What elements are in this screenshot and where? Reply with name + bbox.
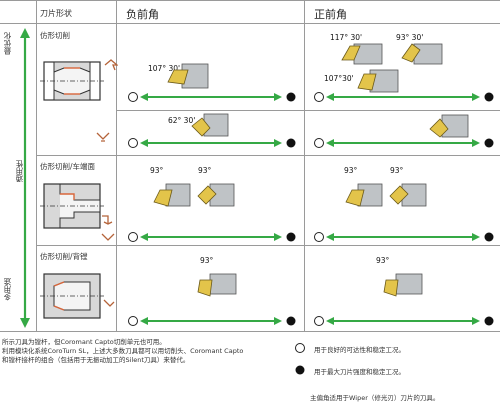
row1-pos-toolholder-3 [357, 69, 399, 93]
row2-pos-toolholder-1 [345, 183, 383, 207]
vertical-green-arrow [20, 28, 30, 328]
row3-feed-direction-icon [103, 299, 115, 307]
grid-col2-line [116, 0, 117, 331]
row1-feed-direction-icon-bottom [96, 132, 110, 142]
row2-pos-angle-1: 93° [344, 166, 358, 175]
row1-neg-toolholder-2 [191, 113, 229, 137]
row3-pos-stability-arrow [314, 316, 494, 326]
footer-note-1: 所示刀具为镗杆，但Coromant Capto切削单元也可用。 [2, 338, 166, 346]
row1-neg-angle-2: 62° 30' [168, 116, 196, 125]
grid-col3-line [304, 0, 305, 331]
row3-title: 仿形切削/背镗 [40, 252, 88, 261]
row2-feed-direction-icon-b [101, 233, 115, 241]
row1-neg-angle-1: 107° 30' [148, 64, 181, 73]
header-insert-shape: 刀片形状 [40, 9, 72, 18]
row3-neg-toolholder [197, 273, 237, 297]
legend-filled-circle-icon [295, 365, 305, 375]
row3-pos-toolholder [383, 273, 423, 297]
row1-pos-upper-stability-arrow [314, 92, 494, 102]
row1-pos-toolholder-2 [401, 43, 443, 65]
row2-neg-toolholder-2 [197, 183, 235, 207]
row2-workpiece-diagram [40, 183, 104, 229]
row1-neg-upper-stability-arrow [128, 92, 296, 102]
row2-pos-toolholder-2 [389, 183, 427, 207]
footer-note-2: 利用模块化系统CoroTurn SL，上述大多数刀具都可以用切削头、Coroma… [2, 347, 244, 355]
legend-open-text: 用于良好的可达性和稳定工况。 [314, 346, 405, 354]
header-negative-rake: 负前角 [126, 8, 159, 21]
grid-top-line [0, 0, 500, 1]
row1-pos-toolholder-1 [341, 43, 383, 65]
grid-bottom-line [0, 331, 500, 332]
row3-workpiece-diagram [40, 273, 104, 319]
row1-title: 仿形切削 [40, 31, 70, 40]
row1-neg-lower-stability-arrow [128, 138, 296, 148]
row1-pos-toolholder-4 [429, 114, 469, 138]
row2-pos-angle-2: 93° [390, 166, 404, 175]
footer-note-3: 和镗杆接杆的组合（包括用于无振动加工的Silent刀具）来替代。 [2, 356, 190, 364]
legend-open-circle-icon [295, 343, 305, 353]
row1-workpiece-diagram [40, 61, 104, 101]
row2-neg-angle-2: 93° [198, 166, 212, 175]
side-label-optimized: 最优化 [3, 32, 12, 55]
grid-row2-bottom-line [36, 245, 500, 246]
side-label-multipurpose: 多用途 [3, 278, 12, 301]
row2-pos-stability-arrow [314, 232, 494, 242]
grid-row1-bottom-line [36, 155, 500, 156]
row3-pos-angle-1: 93° [376, 256, 390, 265]
row2-title: 仿形切削/车端面 [40, 162, 96, 171]
legend-wiper-text: 主偏角适用于Wiper（修光刃）刀片的刀具。 [310, 394, 440, 402]
row2-neg-angle-1: 93° [150, 166, 164, 175]
grid-header-line [0, 23, 500, 24]
grid-col1-line [36, 0, 37, 331]
legend-filled-text: 用于最大刀片强度和稳定工况。 [314, 368, 405, 376]
grid-row1-mid-line [116, 110, 500, 111]
row1-pos-angle-3: 107°30' [324, 74, 354, 83]
header-positive-rake: 正前角 [314, 8, 347, 21]
row3-neg-stability-arrow [128, 316, 296, 326]
row2-feed-direction-icon [102, 215, 113, 225]
row1-pos-lower-stability-arrow [314, 138, 494, 148]
row2-neg-stability-arrow [128, 232, 296, 242]
row3-neg-angle-1: 93° [200, 256, 214, 265]
row2-neg-toolholder-1 [153, 183, 191, 207]
row1-pos-angle-1: 117° 30' [330, 33, 363, 42]
row1-feed-direction-icon-top [104, 59, 118, 71]
row1-neg-toolholder-1 [167, 63, 209, 89]
row1-pos-angle-2: 93° 30' [396, 33, 424, 42]
